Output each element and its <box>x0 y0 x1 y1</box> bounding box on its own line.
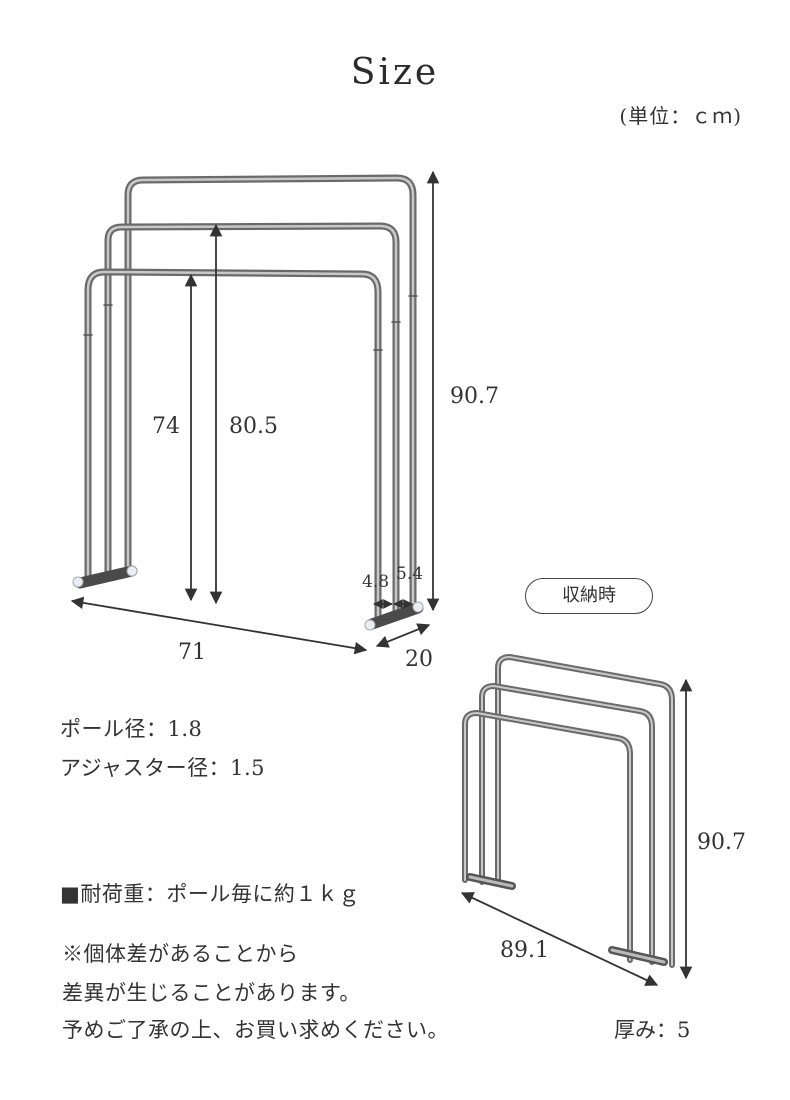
rack-frame-front <box>84 268 382 622</box>
note-line-1: ※個体差があることから <box>62 942 299 966</box>
spec-load-capacity: ■耐荷重：ポール毎に約１ｋｇ <box>60 882 360 906</box>
rack-frame-middle <box>104 222 400 614</box>
rack-frame-back <box>124 174 417 610</box>
dim-arrow-20 <box>375 623 431 648</box>
folded-frame-middle <box>479 682 655 965</box>
dim-label-20: 20 <box>405 647 433 672</box>
unit-label: (単位：ｃｍ) <box>619 104 742 128</box>
dim-label-80-5: 80.5 <box>229 414 278 439</box>
folded-frame-front <box>462 709 633 963</box>
note-line-3: 予めご了承の上、お買い求めください。 <box>62 1018 449 1042</box>
dim-label-90-7: 90.7 <box>450 384 499 409</box>
dim-arrow-71 <box>70 596 368 655</box>
folded-base-right <box>608 946 668 966</box>
rack-base-left <box>72 565 138 589</box>
page-title: Size <box>350 52 440 93</box>
note-line-2: 差異が生じることがあります。 <box>62 981 361 1005</box>
spec-adjuster-diameter: アジャスター径：1.5 <box>60 756 266 780</box>
dim-label-71: 71 <box>178 640 206 665</box>
storage-badge: 収納時 <box>525 578 653 614</box>
spec-pole-diameter: ポール径：1.8 <box>60 717 203 741</box>
rack-base-right <box>364 601 424 631</box>
dim-label-gap1: 4.8 <box>362 572 390 592</box>
dim-label-folded-height: 90.7 <box>697 830 746 855</box>
dim-label-74: 74 <box>152 414 180 439</box>
folded-base-left <box>466 873 516 890</box>
thickness-label: 厚み：5 <box>614 1018 691 1042</box>
folded-frame-back <box>495 653 675 968</box>
dim-arrow-folded-width <box>460 892 659 986</box>
dim-label-folded-width: 89.1 <box>500 938 549 963</box>
towel-rack-expanded <box>72 174 424 631</box>
dim-label-gap2: 5.4 <box>396 564 424 584</box>
towel-rack-folded <box>462 653 675 968</box>
